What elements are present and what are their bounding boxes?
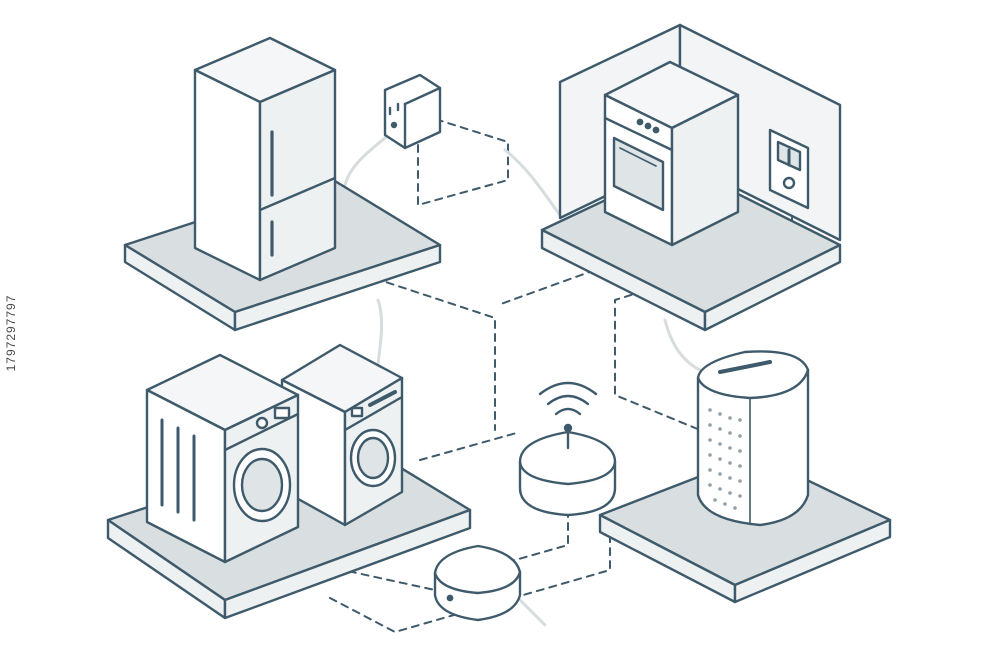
power-outlet-icon <box>383 73 442 150</box>
wifi-router-icon <box>518 381 617 517</box>
thermostat-icon <box>768 128 810 210</box>
speaker-icon <box>696 350 810 527</box>
washing-machine-icon <box>145 353 300 564</box>
link-plug-loop <box>417 117 509 206</box>
oven-icon <box>603 60 740 247</box>
dryer-icon <box>280 343 404 527</box>
stock-watermark-id: 1797297797 <box>4 294 18 372</box>
speaker-grille <box>708 408 742 510</box>
hub-icon <box>433 544 522 622</box>
link-oven-hub <box>497 269 596 306</box>
link-laundry-router <box>419 431 521 461</box>
refrigerator-icon <box>193 36 337 282</box>
